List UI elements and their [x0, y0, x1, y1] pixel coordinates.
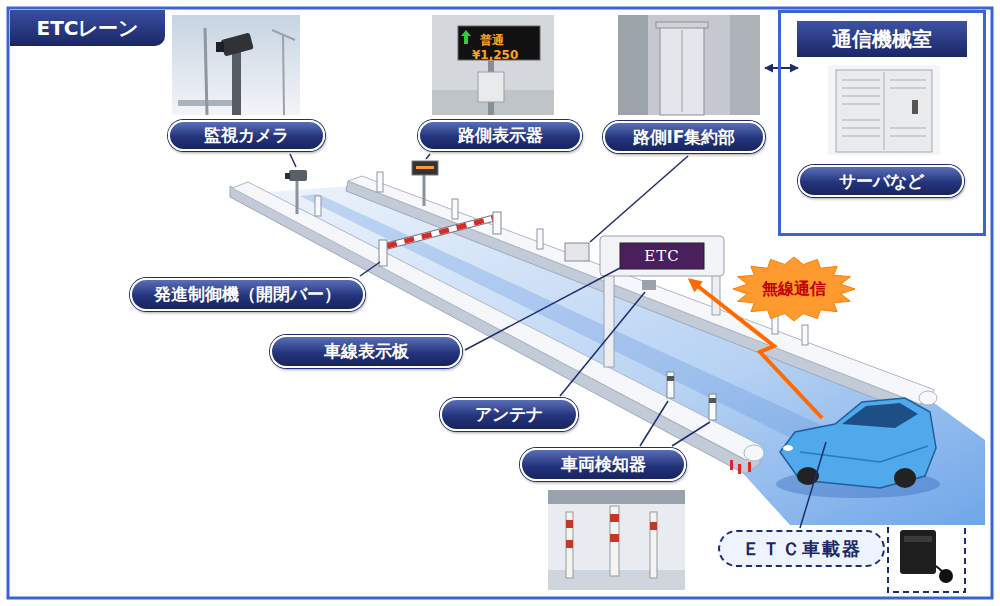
part-label: アンテナ: [440, 398, 578, 431]
part-label: 路側表示器: [418, 120, 582, 151]
led-text: 普通: [480, 29, 504, 48]
camera-figure: [285, 170, 307, 214]
part-label: 監視カメラ: [168, 120, 325, 151]
if-cabinet-photo: [618, 15, 760, 115]
part-label: 発進制御機（開閉バー）: [130, 278, 365, 311]
node-text: 車線表示板: [270, 335, 462, 368]
label-text: ETC: [644, 248, 679, 264]
node-text: 通信機械室: [797, 21, 967, 57]
part-label: 路側IF集約部: [603, 15, 765, 153]
node-text: 監視カメラ: [168, 120, 325, 151]
display-photo: [432, 15, 554, 115]
node-text: サーバなど: [798, 165, 964, 197]
server-photo: [828, 65, 940, 155]
node-text: 無線通信: [762, 279, 826, 300]
connector-arrow: [765, 67, 798, 69]
detector-photo: [548, 490, 685, 590]
label-text: 普通: [480, 33, 504, 47]
starburst-outline: [733, 257, 855, 321]
title-box: ETCレーン: [10, 10, 165, 46]
starburst-callout: 無線通信: [732, 256, 856, 322]
camera-photo: [172, 15, 300, 115]
node-text: 路側表示器: [418, 120, 582, 151]
near-island: [230, 182, 764, 474]
device-label: ＥＴＣ車載器: [718, 530, 885, 567]
node-text: 路側IF集約部: [603, 121, 765, 153]
room-box: 通信機械室サーバなど: [778, 10, 986, 236]
vehicle-detectors: [667, 372, 716, 420]
gantry-figure: [600, 236, 724, 367]
barrier-figure: [379, 212, 501, 266]
part-label: サーバなど: [798, 62, 964, 197]
sign-text: ETC: [620, 243, 704, 269]
part-label: 車線表示板: [270, 335, 462, 368]
roadside-display-figure: [412, 161, 438, 206]
node-text: アンテナ: [440, 398, 578, 431]
car-figure: [776, 398, 940, 498]
label-text: ¥1,250: [472, 48, 518, 62]
outer-frame: [8, 8, 992, 598]
title-text: ETCレーン: [37, 15, 139, 42]
if-box-figure: [565, 243, 589, 261]
node-text: ＥＴＣ車載器: [718, 530, 885, 567]
lane-posts: [315, 172, 808, 345]
node-text: 車両検知器: [520, 448, 686, 481]
part-label: 車両検知器: [520, 448, 686, 481]
onboard-unit-photo: [888, 515, 965, 592]
node-text: 発進制御機（開閉バー）: [130, 278, 365, 311]
